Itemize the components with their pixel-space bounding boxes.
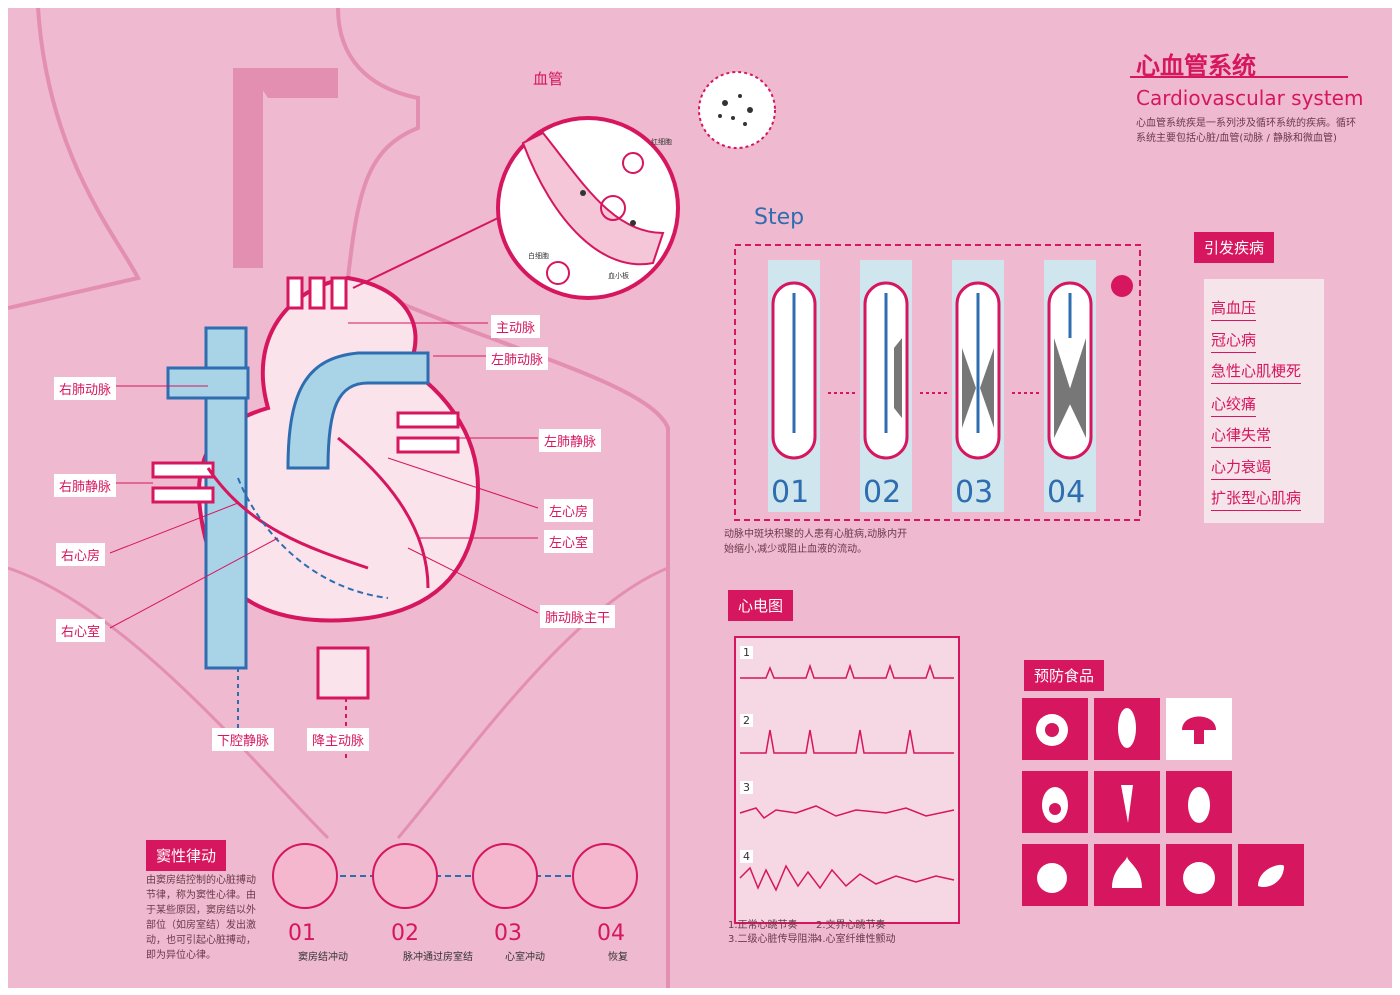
ecg-caption-1: 1.正常心跳节奏 [728,920,798,931]
food-header: 预防食品 [1024,660,1105,691]
page-title: 心血管系统 [1136,52,1256,80]
label-right-ventricle: 右心室 [56,619,106,642]
step-title: Step [754,205,805,230]
step-number-3: 03 [955,475,994,510]
sinus-number-4: 04 [597,921,625,946]
page-description: 心血管系统疾是一系列涉及循环系统的疾病。循环系统主要包括心脏/血管(动脉 / 静… [1136,118,1356,144]
disease-item: 冠心病 [1211,329,1257,353]
disease-list: 高血压 冠心病 急性心肌梗死 心绞痛 心律失常 心力衰竭 扩张型心肌病 [1204,279,1324,523]
ecg-traces [739,663,955,892]
step-number-4: 04 [1047,475,1086,510]
ecg-number-3: 3 [740,781,753,794]
ecg-number-2: 2 [740,714,753,727]
disease-item: 急性心肌梗死 [1211,360,1302,384]
ecg-number-4: 4 [740,850,753,863]
label-right-atrium: 右心房 [56,543,106,566]
infographic-page: 主动脉 左肺动脉 右肺动脉 左肺静脉 右肺静脉 左心房 左心室 右心房 右心室 … [8,8,1392,988]
leaf-icon [1238,844,1304,906]
vessel-magnifier [496,116,680,300]
pomegranate-icon [1166,844,1232,906]
sinus-caption: 窦房结冲动 [298,952,348,963]
sinus-caption: 脉冲通过房室结 [403,952,473,963]
anatomy-illustration [8,8,670,988]
ecg-panel: 1 2 3 4 [734,636,960,924]
garlic-icon [1094,844,1160,906]
ecg-caption-4: 4.心室纤维性颤动 [816,934,896,945]
label-aorta: 主动脉 [491,315,541,338]
disease-item: 心律失常 [1211,424,1272,448]
carrot-icon [1094,771,1160,833]
platelet-label: 血小板 [608,272,629,280]
diseases-header: 引发疾病 [1194,232,1275,263]
disease-item: 扩张型心肌病 [1211,487,1302,511]
sinus-diagram [272,843,638,909]
eggplant-icon [1166,771,1232,833]
ecg-caption-2: 2.交界心跳节奏 [816,920,886,931]
label-right-pulmonary-vein: 右肺静脉 [54,474,117,497]
step-number-2: 02 [863,475,902,510]
ecg-header: 心电图 [728,590,794,621]
label-inferior-vena-cava: 下腔静脉 [212,728,275,751]
label-left-ventricle: 左心室 [544,530,594,553]
label-descending-aorta: 降主动脉 [307,728,370,751]
white-cell-label: 白细胞 [528,252,549,260]
disease-item: 心绞痛 [1211,393,1257,417]
red-cell-label: 红细胞 [651,138,672,146]
title-divider [1130,76,1348,78]
ecg-caption-3: 3.二级心脏传导阻滞 [728,934,818,945]
sinus-number-1: 01 [288,921,316,946]
sinus-number-2: 02 [391,921,419,946]
page-subtitle: Cardiovascular system [1136,86,1364,110]
sinus-header: 窦性律动 [146,840,227,871]
mushroom-icon [1166,698,1232,760]
label-left-atrium: 左心房 [544,499,594,522]
tomato-icon [1022,698,1088,760]
corn-icon [1094,698,1160,760]
sinus-description: 由窦房结控制的心脏搏动节律，称为窦性心律。由于某些原因，窦房结以外部位（如房室结… [146,875,256,961]
label-left-pulmonary-vein: 左肺静脉 [539,429,602,452]
cell-dots-circle [698,71,776,149]
label-pulmonary-trunk: 肺动脉主干 [540,605,616,628]
sinus-caption: 恢复 [608,952,628,963]
step-note: 动脉中斑块积聚的人患有心脏病,动脉内开始缩小,减少或阻止血液的流动。 [724,529,908,555]
avocado-icon [1022,771,1088,833]
disease-item: 高血压 [1211,297,1257,321]
step-diagram [734,244,1141,521]
disease-item: 心力衰竭 [1211,456,1272,480]
step-number-1: 01 [771,475,810,510]
onion-icon [1022,844,1088,906]
sinus-caption: 心室冲动 [505,952,545,963]
label-right-pulmonary-artery: 右肺动脉 [54,377,117,400]
label-left-pulmonary-artery: 左肺动脉 [486,347,549,370]
sinus-number-3: 03 [494,921,522,946]
ecg-number-1: 1 [740,646,753,659]
vessel-label: 血管 [533,70,564,88]
